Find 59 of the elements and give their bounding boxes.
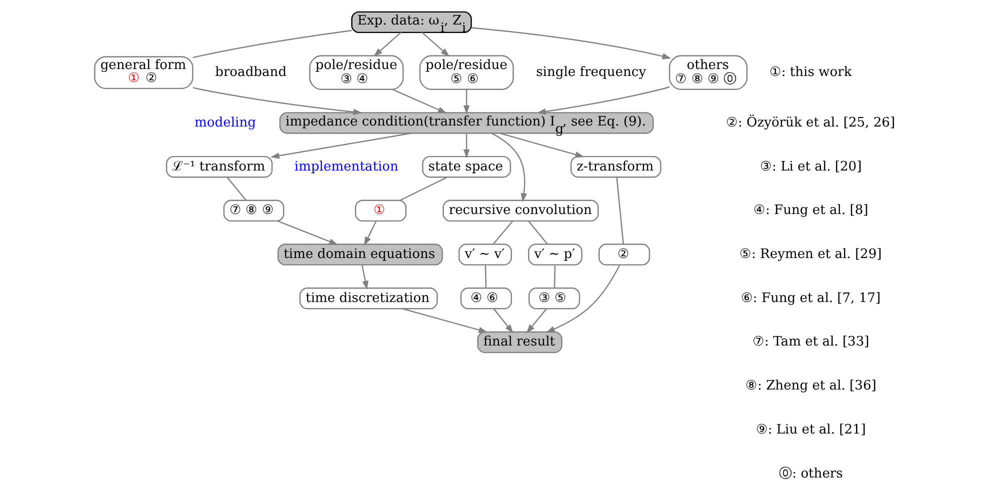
label: ⑥: Fung et al. [7, 17] bbox=[740, 290, 880, 306]
label: ③: Li et al. [20] bbox=[760, 159, 862, 174]
node-box: ② bbox=[598, 244, 650, 266]
connector bbox=[616, 177, 624, 244]
label: modeling bbox=[194, 115, 256, 130]
node-box: ④ ⑥ bbox=[460, 288, 512, 310]
label: ②: Özyörük et al. [25, 26] bbox=[725, 115, 895, 130]
arrow bbox=[192, 87, 362, 116]
arrow bbox=[402, 308, 488, 334]
label: single frequency bbox=[536, 65, 646, 80]
label: ⑦: Tam et al. [33] bbox=[752, 334, 869, 350]
arrow bbox=[470, 27, 671, 60]
node-box: ℒ⁻¹ transform bbox=[165, 156, 272, 178]
arrow bbox=[361, 265, 368, 290]
connector bbox=[528, 220, 548, 245]
arrow bbox=[270, 132, 411, 159]
node-box: general form ① ② bbox=[94, 56, 193, 90]
node-box: pole/residue ⑤ ⑥ bbox=[418, 55, 514, 90]
label: ⑨: Liu et al. [21] bbox=[755, 422, 866, 438]
label: broadband bbox=[214, 65, 286, 80]
arrow bbox=[526, 308, 546, 334]
node-box: time domain equations bbox=[276, 244, 442, 266]
arrow bbox=[492, 308, 513, 334]
node-box: ⑦ ⑧ ⑨ bbox=[222, 200, 284, 222]
connector bbox=[399, 176, 447, 201]
node-box: final result bbox=[476, 331, 562, 354]
label: implementation bbox=[294, 159, 398, 174]
arrow bbox=[392, 88, 446, 114]
arrow bbox=[545, 264, 620, 333]
arrow bbox=[363, 221, 376, 246]
node-label: g bbox=[554, 122, 564, 137]
node-box: ③ ⑤ bbox=[528, 288, 580, 310]
node-box: ① bbox=[354, 200, 406, 222]
node-box: others ⑦ ⑧ ⑨ ⓪ bbox=[668, 55, 748, 90]
arrow bbox=[536, 86, 670, 115]
connector bbox=[484, 265, 486, 288]
arrow bbox=[372, 32, 401, 57]
arrow bbox=[276, 220, 338, 245]
node-box: pole/residue ③ ④ bbox=[308, 55, 404, 90]
label: ⑧: Zheng et al. [36] bbox=[745, 378, 876, 394]
arrow bbox=[462, 134, 470, 158]
node-box: state space bbox=[422, 156, 511, 178]
label: ④: Fung et al. [8] bbox=[753, 203, 868, 218]
node-box: v′ ∼ v′ bbox=[458, 244, 512, 266]
connector bbox=[192, 30, 352, 58]
node-box: z-transform bbox=[570, 156, 661, 178]
connector bbox=[492, 220, 512, 245]
label: ⑤: Reymen et al. [29] bbox=[739, 246, 882, 262]
arrow bbox=[462, 89, 470, 114]
node-box: v′ ∼ p′ bbox=[528, 244, 582, 266]
connector bbox=[226, 177, 246, 201]
connector bbox=[553, 265, 556, 288]
node-box: recursive convolution bbox=[442, 200, 598, 222]
node-box: time discretization bbox=[298, 288, 438, 310]
arrow bbox=[421, 32, 450, 57]
arrow bbox=[490, 132, 527, 202]
label: ①: this work bbox=[768, 65, 852, 80]
label: ⓪: others bbox=[778, 466, 842, 482]
arrow bbox=[499, 132, 584, 158]
